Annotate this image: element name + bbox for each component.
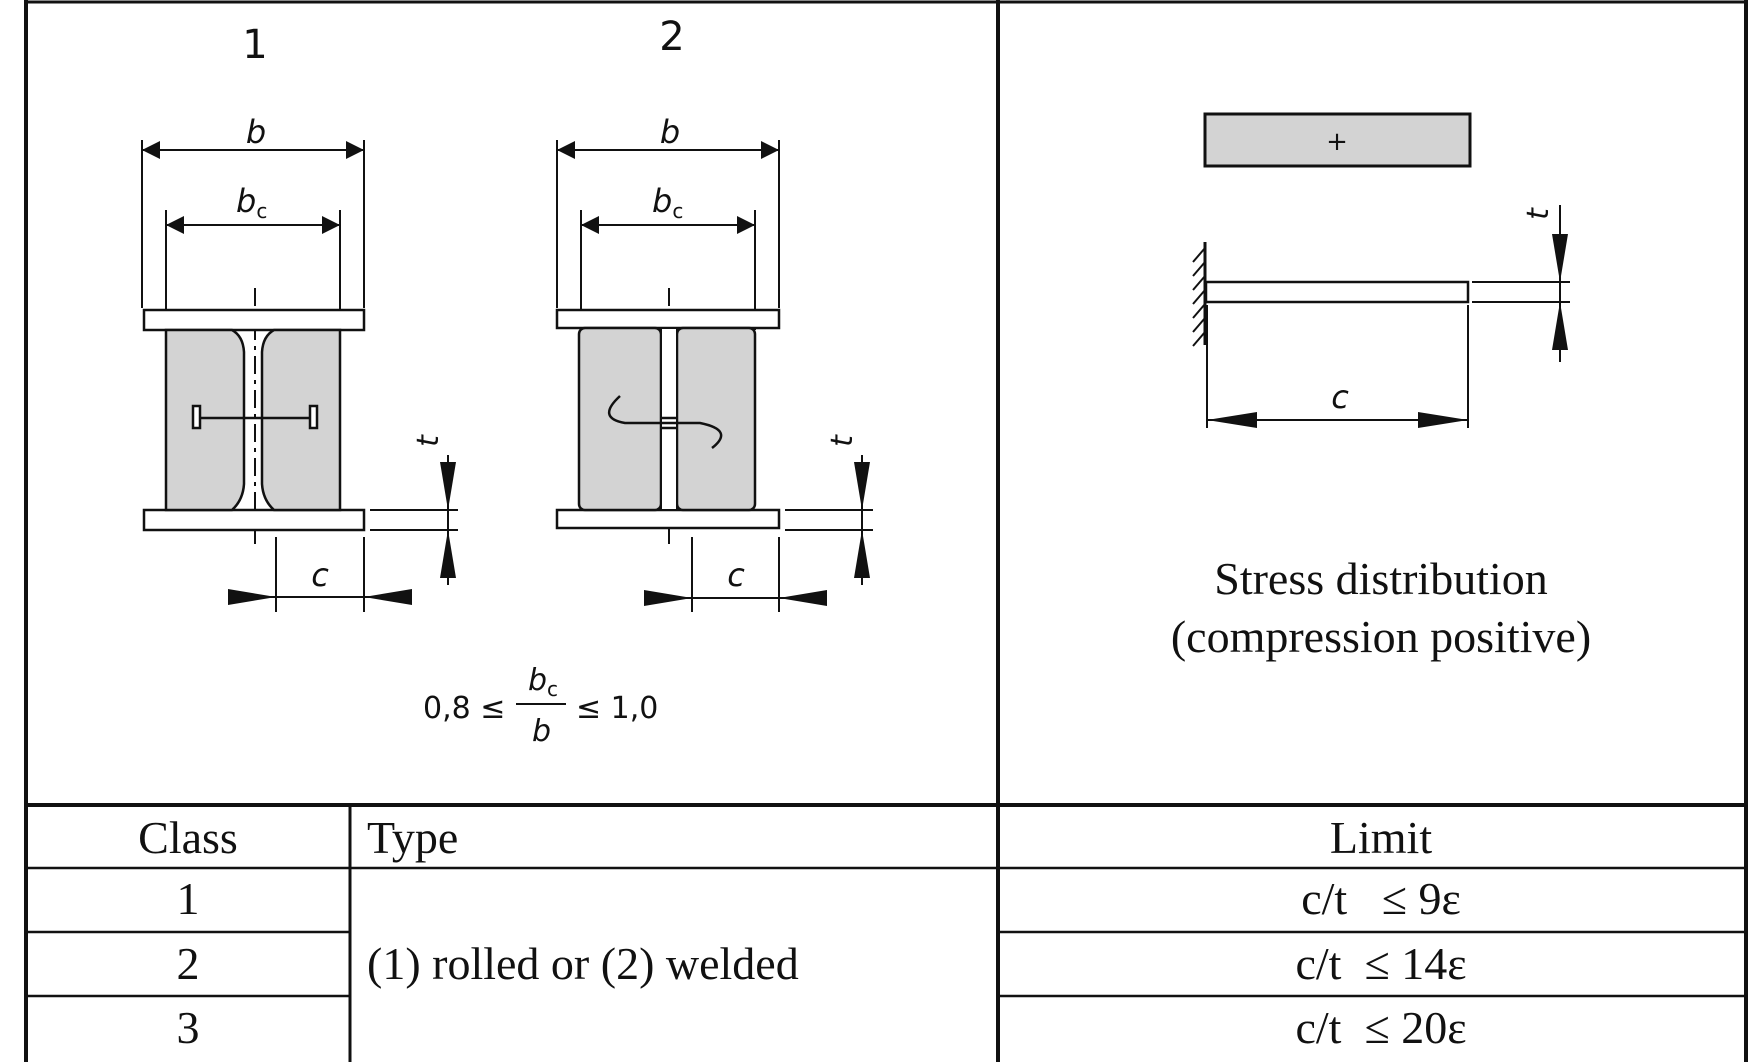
web-fill-right (260, 328, 342, 512)
type-cell: (1) rolled or (2) welded (367, 938, 799, 989)
welded-section-symbol (608, 395, 723, 449)
svg-text:bc: bc (528, 663, 558, 701)
class-cell-2: 2 (177, 938, 200, 989)
stress-t-label: t (1521, 207, 1556, 220)
limit-cell-2: c/t ≤ 14ε (1295, 938, 1466, 989)
class-cell-3: 3 (177, 1002, 200, 1053)
stress-c-label: c (1331, 378, 1349, 416)
stress-distribution-diagram: + t c Stress distribution (1171, 112, 1591, 662)
header-class: Class (138, 812, 238, 863)
dimension-t-label: t (825, 434, 860, 447)
section-label-2: 2 (659, 14, 684, 60)
dimension-bc-label: bc (652, 182, 683, 223)
dimension-c-label: c (311, 556, 329, 594)
top-flange (142, 308, 366, 332)
stress-block (1203, 112, 1472, 168)
bottom-flange (142, 508, 366, 532)
web-fill-left (577, 326, 663, 512)
stress-caption-line-2: (compression positive) (1171, 611, 1591, 662)
classification-table: Class Type Limit 1 2 3 (1) rolled or (2)… (138, 812, 1466, 1053)
dimension-b-label: b (660, 113, 680, 151)
frame-and-table-grid (24, 0, 1748, 1062)
stress-caption-line-1: Stress distribution (1214, 553, 1548, 604)
web-fill-left (164, 328, 246, 512)
limit-cell-3: c/t ≤ 20ε (1295, 1002, 1466, 1053)
bottom-flange (555, 508, 781, 530)
svg-text:≤ 1,0: ≤ 1,0 (576, 691, 658, 726)
svg-text:b: b (532, 714, 551, 749)
class-cell-1: 1 (177, 873, 200, 924)
limit-cell-1: c/t ≤ 9ε (1301, 873, 1461, 924)
section-label-1: 1 (242, 22, 267, 68)
section-1-rolled: 1 b bc c (141, 22, 458, 612)
top-flange (555, 308, 781, 330)
header-limit: Limit (1330, 812, 1432, 863)
rolled-section-symbol (191, 404, 319, 430)
compression-sign: + (1326, 127, 1348, 157)
dimension-c-label: c (727, 556, 745, 594)
dimension-b-label: b (246, 113, 266, 151)
flange-outstand (1204, 280, 1470, 304)
header-type: Type (367, 812, 458, 863)
dimension-t-label: t (411, 434, 446, 447)
svg-text:0,8 ≤: 0,8 ≤ (423, 691, 505, 726)
dimension-bc-label: bc (236, 182, 267, 223)
fixed-support-hatching (1192, 247, 1206, 347)
web-fill-right (675, 326, 757, 512)
section-2-welded: 2 b bc c (555, 14, 873, 612)
ratio-formula: 0,8 ≤ bc b ≤ 1,0 (423, 663, 658, 749)
